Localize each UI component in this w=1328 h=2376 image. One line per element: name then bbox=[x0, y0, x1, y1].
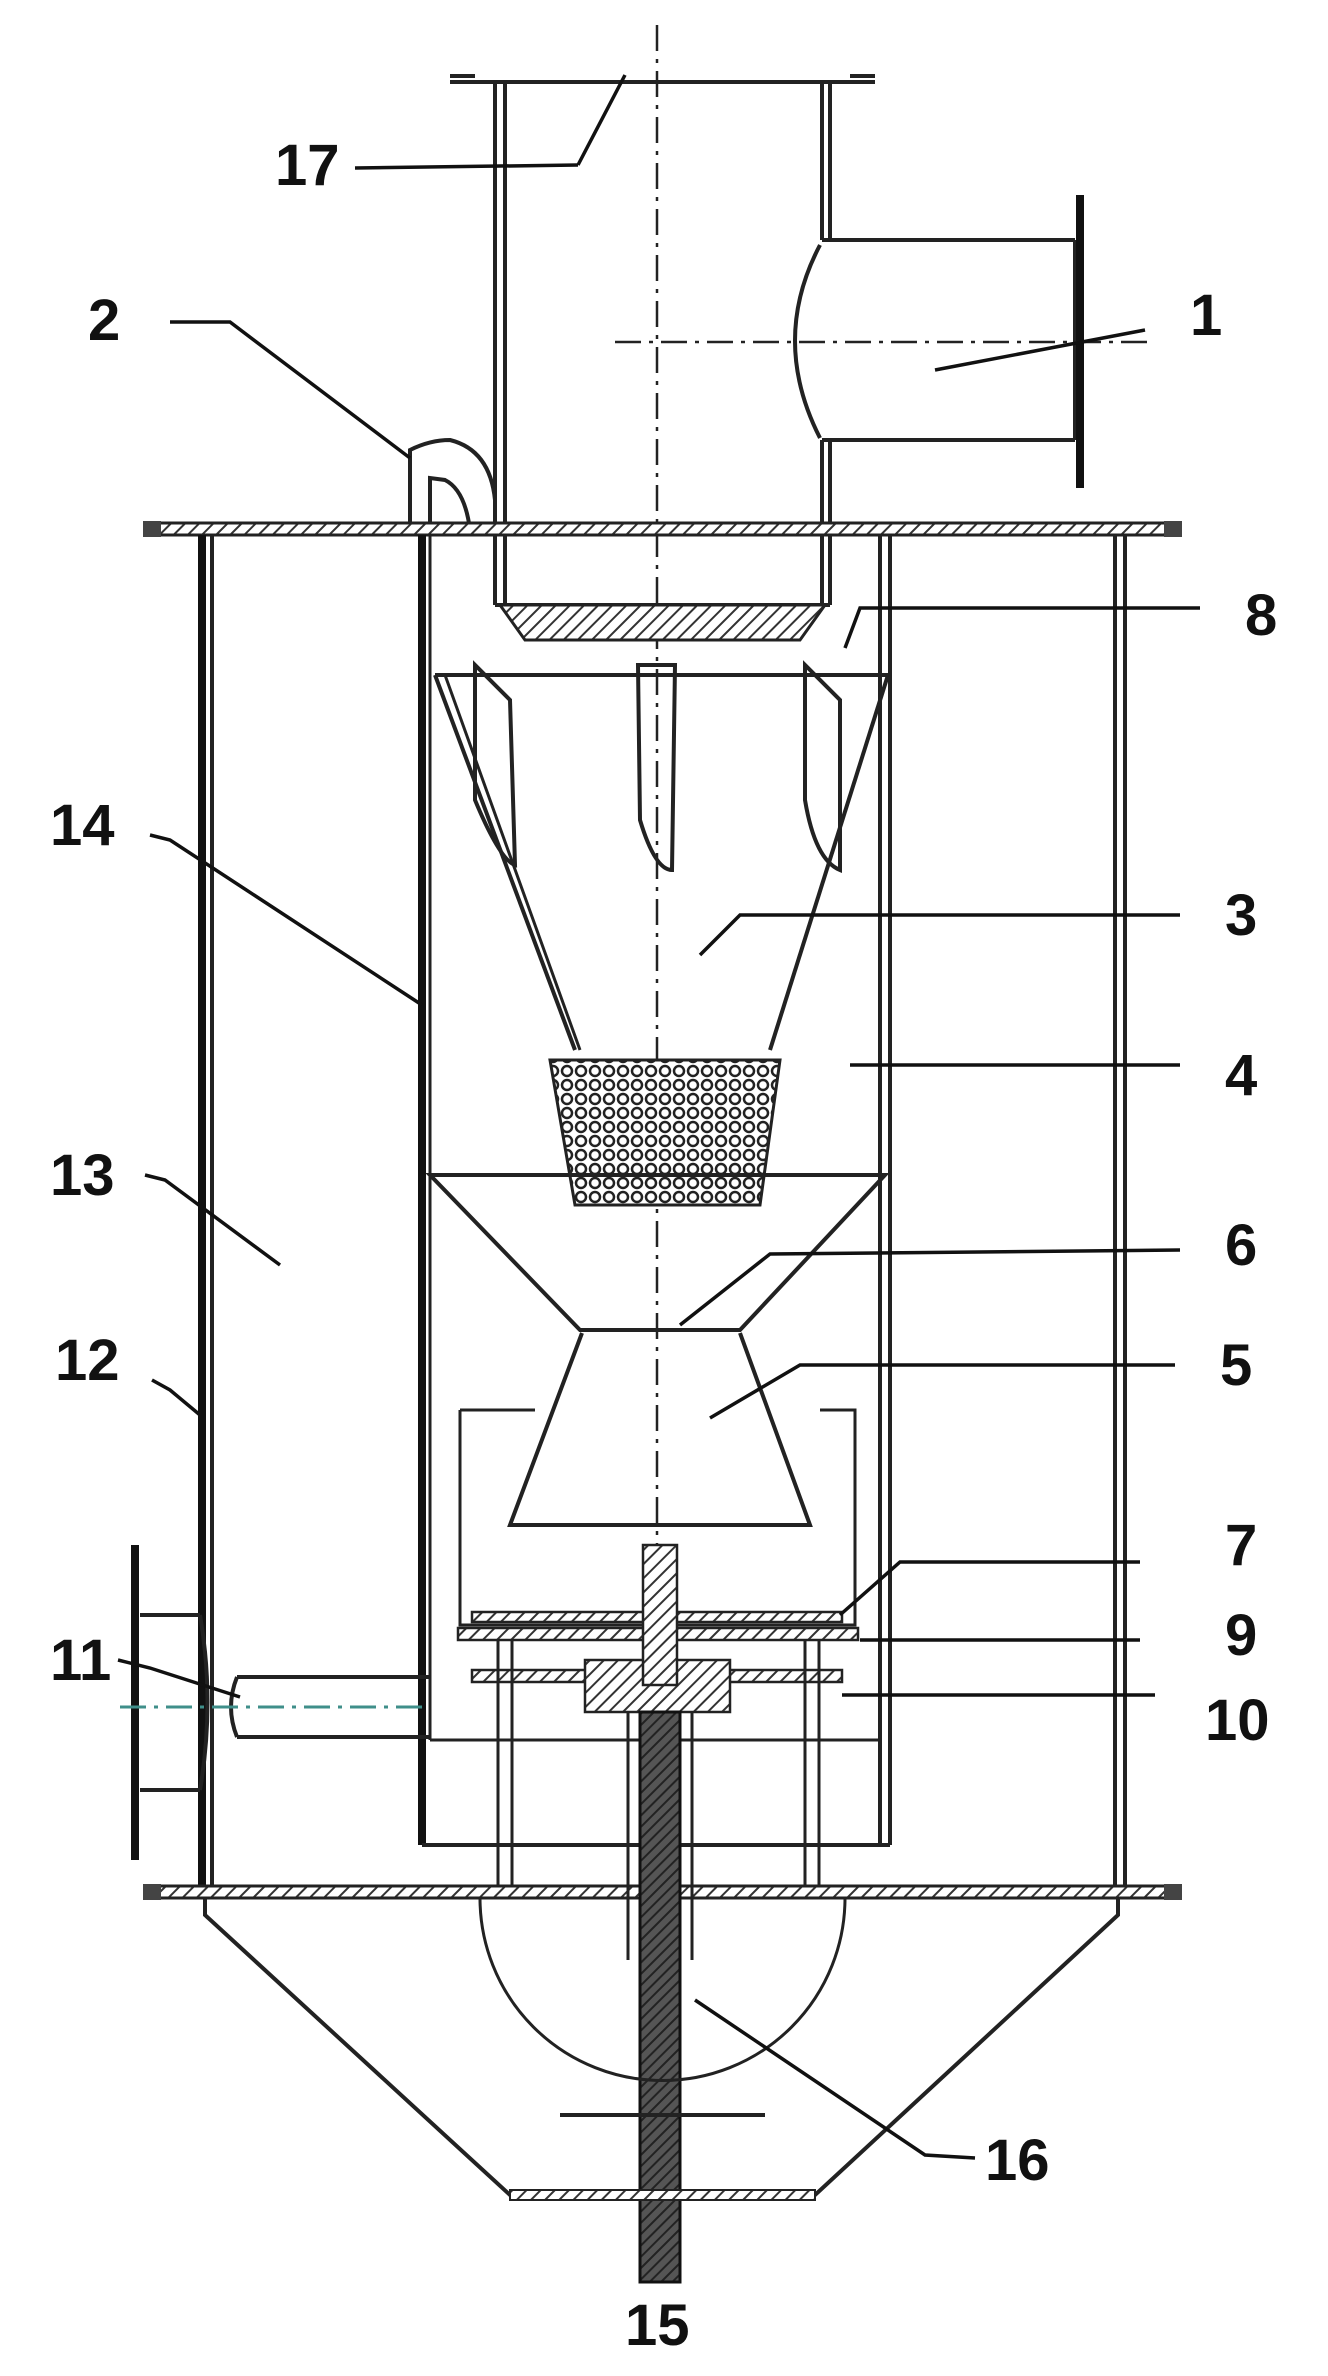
label-16: 16 bbox=[985, 2128, 1050, 2193]
side-inlet-pipe bbox=[615, 195, 1150, 488]
leader-2 bbox=[170, 320, 412, 460]
top-inlet-pipe bbox=[450, 74, 875, 642]
label-4: 4 bbox=[1225, 1043, 1257, 1108]
part-labels: 17 2 1 8 14 3 4 13 6 12 5 7 9 11 10 16 1… bbox=[50, 133, 1277, 2358]
outer-shell bbox=[143, 521, 1182, 1900]
leader-5 bbox=[709, 1363, 1175, 1420]
label-13: 13 bbox=[50, 1143, 115, 1208]
label-12: 12 bbox=[55, 1328, 120, 1393]
leader-3 bbox=[698, 913, 1180, 957]
inner-chamber bbox=[418, 535, 892, 1847]
leader-8 bbox=[843, 606, 1200, 649]
label-11: 11 bbox=[50, 1628, 111, 1693]
leader-lines bbox=[117, 74, 1200, 2160]
label-15: 15 bbox=[625, 2293, 690, 2358]
funnel-and-diffuser bbox=[425, 1173, 890, 1627]
label-14: 14 bbox=[50, 793, 115, 858]
label-10: 10 bbox=[1205, 1688, 1270, 1753]
side-outlet-pipe bbox=[120, 1545, 430, 1860]
leader-1 bbox=[934, 328, 1146, 372]
label-7: 7 bbox=[1225, 1513, 1257, 1578]
side-elbow-nozzle bbox=[408, 437, 497, 532]
label-17: 17 bbox=[275, 133, 340, 198]
plates-and-shaft bbox=[456, 1543, 860, 2284]
label-9: 9 bbox=[1225, 1603, 1257, 1668]
leader-17 bbox=[354, 163, 579, 170]
leader-16 bbox=[694, 1998, 976, 2160]
leader-14 bbox=[149, 833, 423, 1007]
cone-separator bbox=[433, 660, 890, 1207]
label-6: 6 bbox=[1225, 1213, 1257, 1278]
label-3: 3 bbox=[1225, 883, 1257, 948]
label-5: 5 bbox=[1220, 1333, 1252, 1398]
label-1: 1 bbox=[1190, 283, 1222, 348]
label-8: 8 bbox=[1245, 583, 1277, 648]
leader-11 bbox=[117, 1658, 241, 1699]
leader-13 bbox=[144, 1173, 282, 1267]
leader-6 bbox=[678, 1248, 1181, 1327]
leader-7 bbox=[838, 1560, 1140, 1617]
label-2: 2 bbox=[88, 288, 120, 353]
leader-12 bbox=[151, 1378, 202, 1417]
bottom-hopper bbox=[203, 1897, 1120, 2201]
